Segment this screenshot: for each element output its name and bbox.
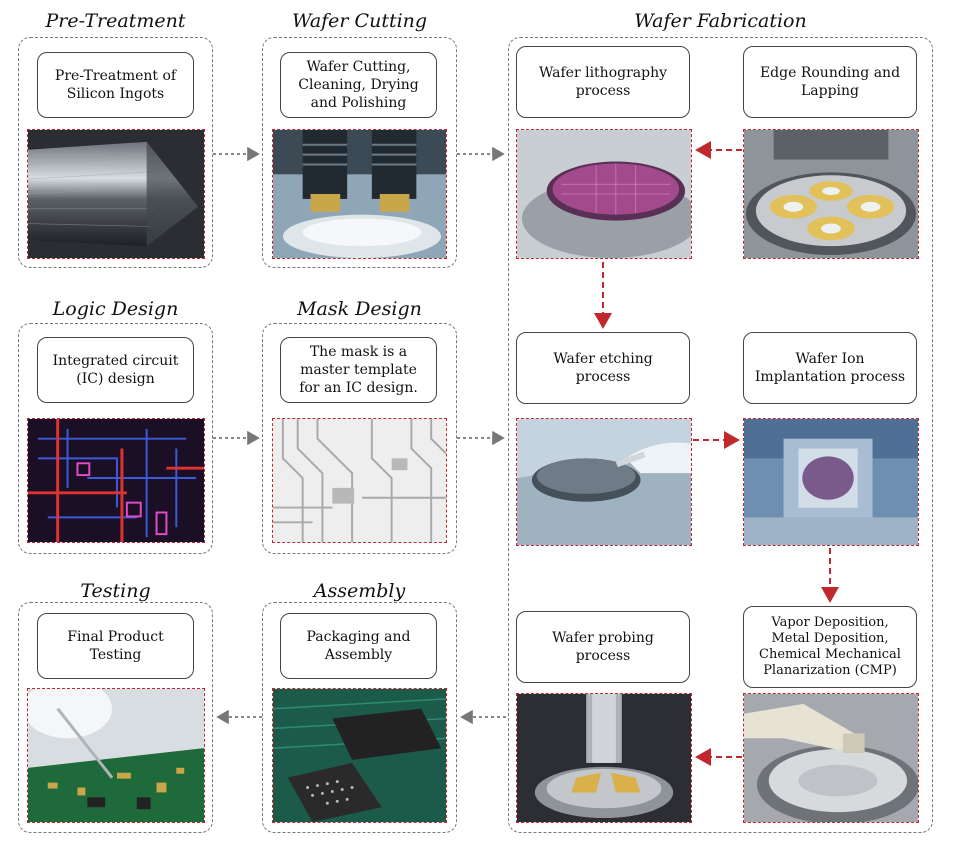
stage-title-pre-treatment: Pre-Treatment <box>45 10 186 32</box>
label-ion-implantation: Wafer Ion Implantation process <box>743 332 917 404</box>
label-testing: Final Product Testing <box>37 613 194 679</box>
group-logic-design <box>18 323 213 554</box>
group-mask-design <box>262 323 457 554</box>
label-logic-design: Integrated circuit (IC) design <box>37 337 194 403</box>
label-deposition: Vapor Deposition, Metal Deposition, Chem… <box>743 606 917 688</box>
wafer-etching-image <box>516 418 692 546</box>
label-wafer-cutting: Wafer Cutting, Cleaning, Drying and Poli… <box>280 52 437 118</box>
stage-title-logic-design: Logic Design <box>52 298 179 320</box>
pcb-testing-image <box>27 688 205 823</box>
label-pre-treatment: Pre-Treatment of Silicon Ingots <box>37 52 194 118</box>
ion-implanter-image <box>743 418 919 546</box>
photomask-pattern-image <box>272 418 447 543</box>
circuit-layout-image <box>27 418 205 543</box>
group-wafer-cutting <box>262 37 457 268</box>
group-pre-treatment <box>18 37 213 268</box>
label-etching: Wafer etching process <box>516 332 690 404</box>
chip-packaging-image <box>272 688 447 823</box>
stage-title-mask-design: Mask Design <box>297 298 422 320</box>
lapping-machine-image <box>743 129 919 259</box>
wafer-cutting-machine-image <box>272 129 447 259</box>
stage-title-testing: Testing <box>80 580 151 602</box>
stage-title-wafer-fabrication: Wafer Fabrication <box>634 10 807 32</box>
group-assembly <box>262 602 457 833</box>
silicon-ingot-image <box>27 129 205 259</box>
label-assembly: Packaging and Assembly <box>280 613 437 679</box>
label-edge-rounding: Edge Rounding and Lapping <box>743 46 917 118</box>
stage-title-wafer-cutting: Wafer Cutting <box>291 10 428 32</box>
label-lithography: Wafer lithography process <box>516 46 690 118</box>
wafer-lithography-image <box>516 129 692 259</box>
cmp-machine-image <box>743 693 919 823</box>
group-testing <box>18 602 213 833</box>
wafer-prober-image <box>516 693 692 823</box>
group-wafer-fabrication <box>508 37 933 833</box>
label-probing: Wafer probing process <box>516 611 690 683</box>
stage-title-assembly: Assembly <box>313 580 406 602</box>
label-mask-design: The mask is a master template for an IC … <box>280 337 437 403</box>
